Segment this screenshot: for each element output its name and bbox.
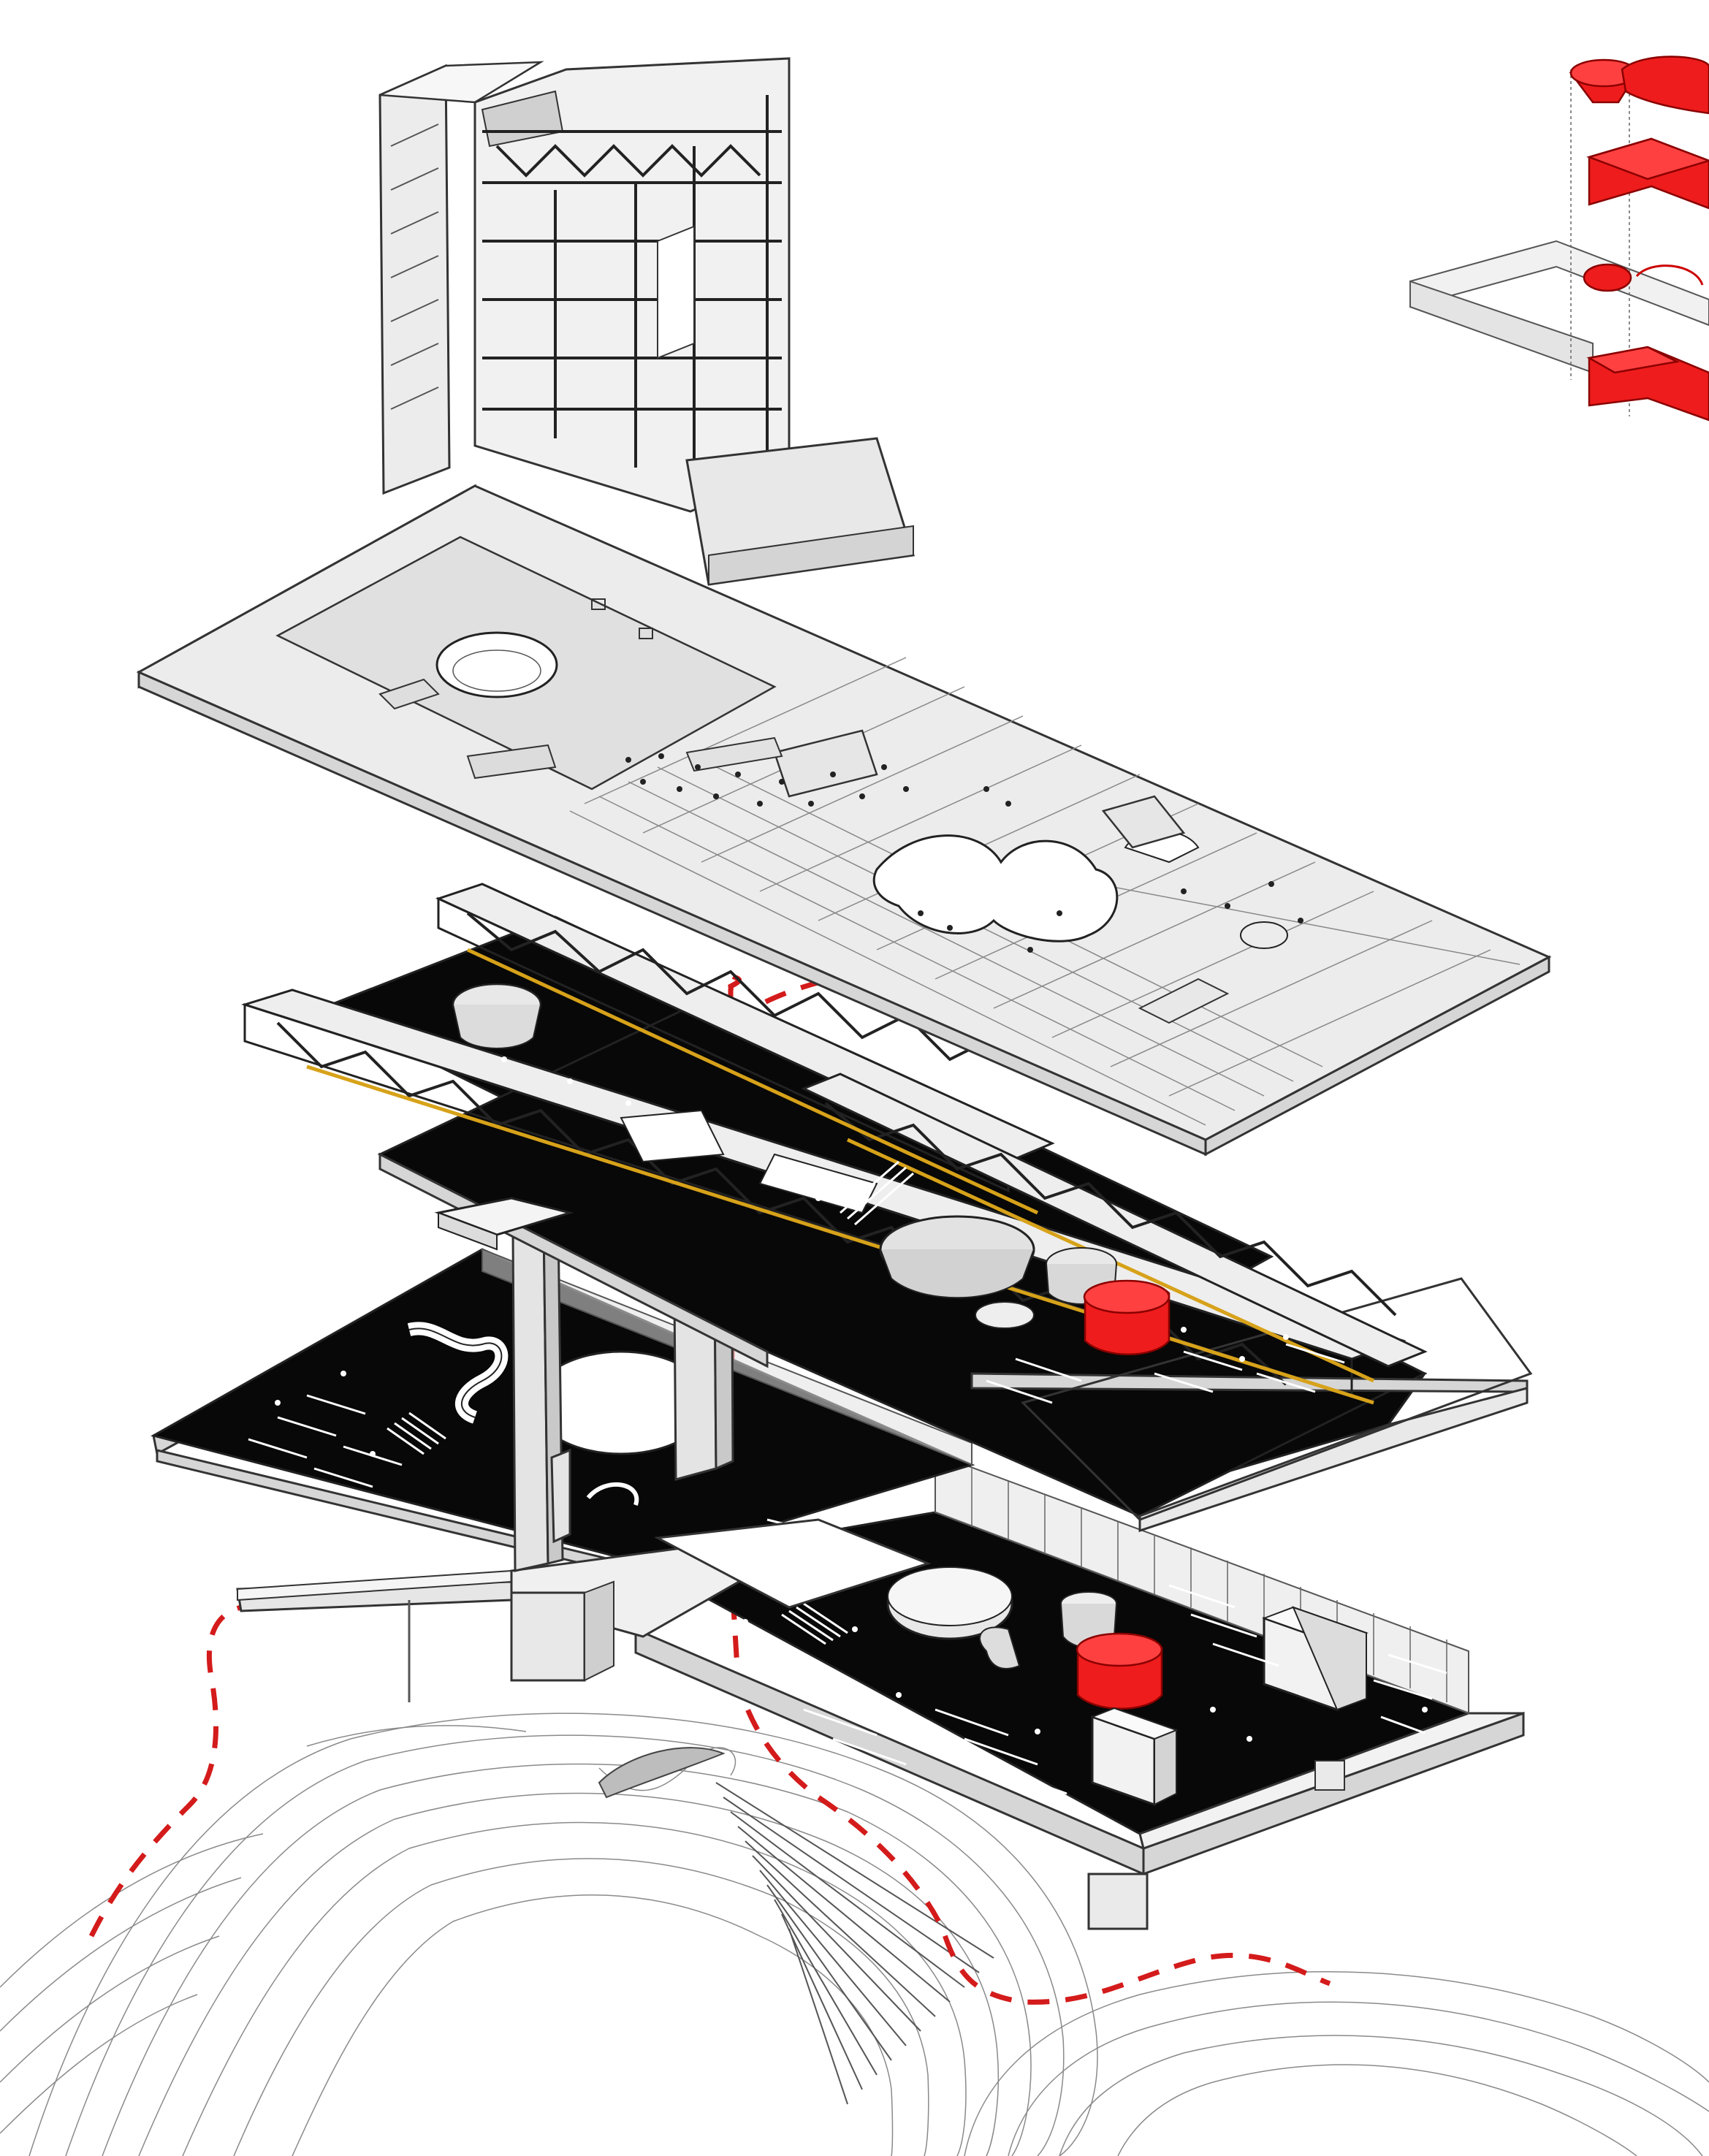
people-interior (275, 1056, 1428, 1742)
red-room-upper (1083, 1279, 1171, 1355)
stair-middle (387, 1412, 446, 1455)
people-plaza (625, 753, 1303, 953)
stair-lower (781, 1602, 848, 1645)
lower-floor-plate (634, 1452, 1525, 1930)
upper-truss-floor (240, 883, 1533, 1533)
tower-block (378, 57, 915, 586)
red-room-lower (1076, 1632, 1163, 1710)
entry-bridge (236, 1518, 932, 1702)
amphitheater-steps (715, 1782, 994, 2105)
clover-void (872, 834, 1119, 942)
topographic-landscape (0, 1713, 1709, 2156)
escalator-upper (840, 1160, 914, 1226)
red-program-inset (1409, 56, 1709, 422)
bridge-pier (510, 1591, 586, 1682)
terrace-shading (598, 1747, 726, 1799)
column-lower (1087, 1873, 1149, 1930)
roof-plaza-slab (136, 484, 1552, 1157)
